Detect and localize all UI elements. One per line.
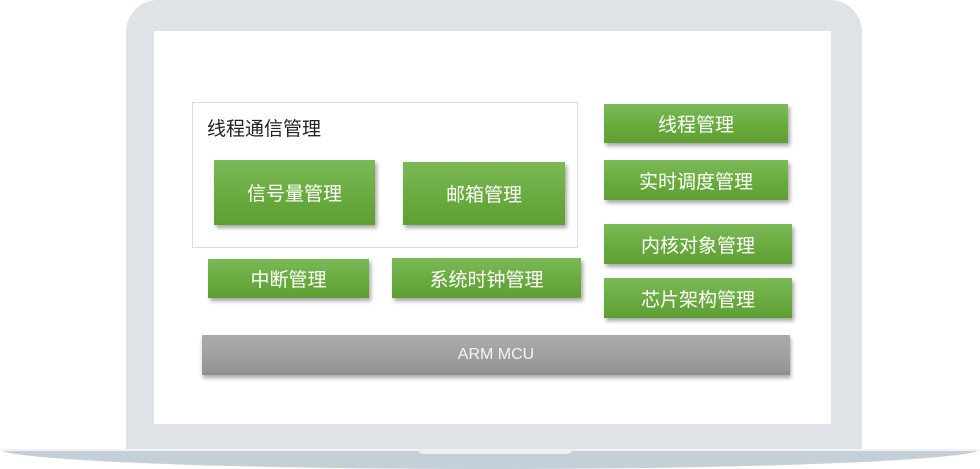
interrupt-management-block: 中断管理 bbox=[208, 259, 369, 298]
chip-architecture-management-block: 芯片架构管理 bbox=[604, 278, 792, 318]
thread-communication-title: 线程通信管理 bbox=[207, 118, 322, 140]
realtime-scheduling-block: 实时调度管理 bbox=[604, 160, 788, 200]
system-clock-management-block: 系统时钟管理 bbox=[392, 258, 581, 298]
arm-mcu-layer: ARM MCU bbox=[202, 335, 790, 375]
thread-management-block: 线程管理 bbox=[604, 104, 788, 143]
mailbox-management-block: 邮箱管理 bbox=[403, 162, 565, 225]
semaphore-management-block: 信号量管理 bbox=[214, 160, 375, 225]
laptop-notch bbox=[418, 449, 572, 454]
kernel-object-management-block: 内核对象管理 bbox=[604, 224, 792, 264]
